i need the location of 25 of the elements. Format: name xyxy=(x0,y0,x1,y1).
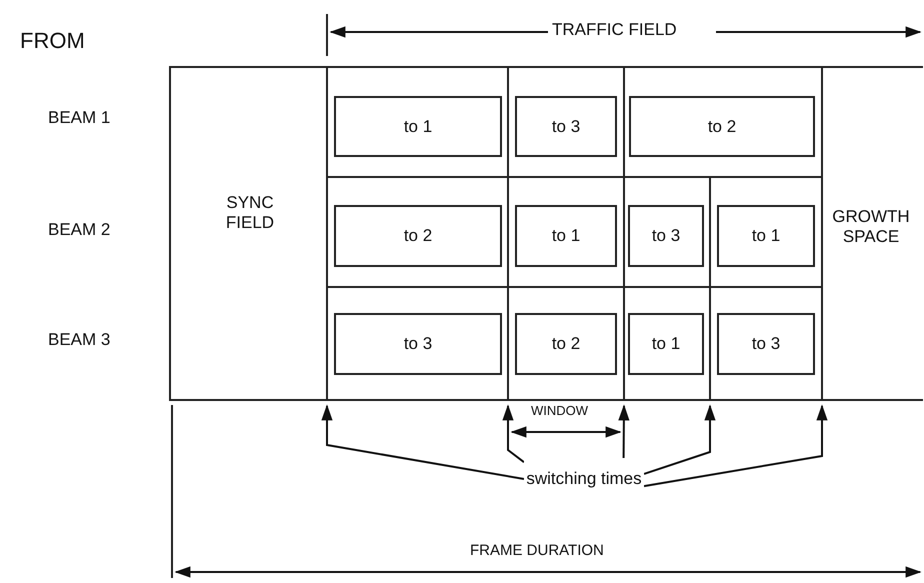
slot-box: to 1 xyxy=(334,96,502,157)
row-label: BEAM 2 xyxy=(48,220,110,240)
section-heading: FROM xyxy=(20,28,85,54)
slot-box: to 1 xyxy=(515,205,617,267)
slot-box: to 3 xyxy=(515,96,617,157)
slot-box: to 3 xyxy=(628,205,704,267)
leader-arrow xyxy=(618,404,630,458)
slot-box: to 2 xyxy=(629,96,815,157)
field-label: SYNC FIELD xyxy=(224,193,276,232)
slot-box: to 1 xyxy=(717,205,815,267)
dimension-label: WINDOW xyxy=(531,404,588,419)
leader-arrow xyxy=(321,404,524,480)
slot-box: to 2 xyxy=(334,205,502,267)
row-label: BEAM 1 xyxy=(48,108,110,128)
leader-arrow xyxy=(644,404,828,488)
slot-box: to 3 xyxy=(717,313,815,375)
slot-box: to 2 xyxy=(515,313,617,375)
slot-box: to 3 xyxy=(334,313,502,375)
field-label: GROWTH SPACE xyxy=(831,207,911,246)
slot-box: to 1 xyxy=(628,313,704,375)
dimension-label: FRAME DURATION xyxy=(470,542,604,560)
row-label: BEAM 3 xyxy=(48,330,110,350)
leader-arrow xyxy=(644,404,716,475)
dimension-label: TRAFFIC FIELD xyxy=(552,20,677,40)
leader-arrow xyxy=(502,404,525,463)
